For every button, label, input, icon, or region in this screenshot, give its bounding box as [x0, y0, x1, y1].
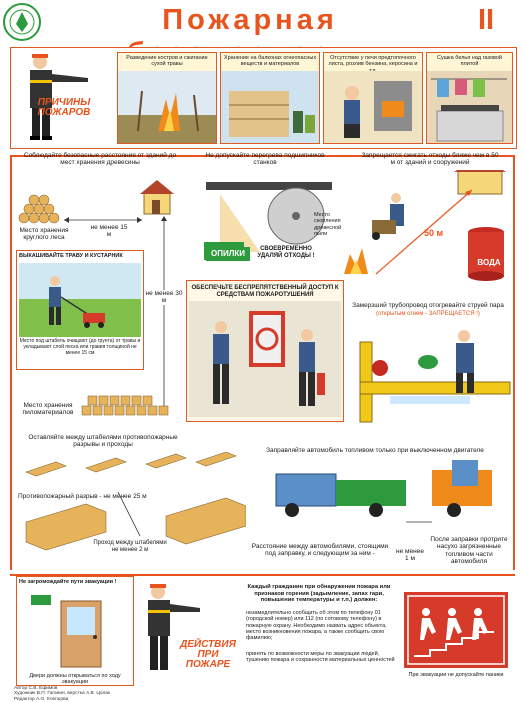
water-barrel-label: ВОДА — [477, 258, 501, 267]
distance-1m: не менее 1 м — [396, 548, 424, 563]
emblem-icon — [3, 3, 41, 41]
waste-burn-illustration — [344, 170, 506, 281]
causes-label: ПРИЧИНЫ ПОЖАРОВ — [37, 97, 91, 118]
cause-tile-3: Отсутствие у печи предтопочного листа, р… — [323, 52, 423, 144]
evacuation-exit-panel: Не загромождайте пути эвакуации ! Двери … — [16, 576, 134, 686]
distances-heading: Соблюдайте безопасные расстояния от здан… — [23, 152, 177, 167]
sawdust-label: Место скопления древесной пыли — [314, 212, 342, 237]
firefighter-pointing — [30, 54, 88, 140]
cause-tile-4: Сушка белья над газовой плитой — [426, 52, 513, 144]
firefighter-action — [148, 584, 200, 670]
lumber-stack — [81, 395, 169, 416]
cause-tile-1: Разведение костров и сжигание сухой трав… — [117, 52, 217, 144]
no-panic-note: При эвакуации не допускайте паники — [408, 672, 504, 678]
frame-top — [10, 155, 515, 157]
extinguish-panel: ОБЕСПЕЧЬТЕ БЕСПРЕПЯТСТВЕННЫЙ ДОСТУП К СР… — [186, 280, 344, 422]
refuel-after-note: После заправки протрите насухо загрязнен… — [430, 536, 508, 566]
pipe-warning: (открытым огнем - ЗАПРЕЩАЕТСЯ !) — [376, 311, 480, 317]
timber-stacks-illustration — [25, 452, 246, 551]
steam-pipe-illustration — [359, 330, 511, 423]
remove-waste-notice: СВОЕВРЕМЕННО УДАЛЯЙ ОТХОДЫ ! — [257, 246, 315, 259]
mow-panel: ВЫКАШИВАЙТЕ ТРАВУ И КУСТАРНИК Место под … — [16, 250, 144, 370]
log-storage-label: Место хранения круглого леса — [19, 227, 69, 242]
cause-tile-2: Хранение на балконах огнеопасных веществ… — [220, 52, 320, 144]
credits: Автор С.В. Ефимов Художник В.П. Гаганин,… — [14, 686, 111, 702]
instruction-2: принять по возможности меры по эвакуации… — [246, 651, 395, 664]
distance-50m: 50 м — [424, 228, 444, 238]
log-storage-illustration — [18, 180, 174, 224]
evacuation-sign — [404, 592, 508, 668]
refuel-distance-note: Расстояние между автомобилями, стоящими … — [251, 543, 389, 558]
frame-right — [513, 155, 515, 570]
instructions-intro: Каждый гражданин при обнаружении пожара … — [247, 584, 391, 604]
fire-actions-label: ДЕЙСТВИЯ ПРИ ПОЖАРЕ — [180, 639, 236, 670]
frame-left — [10, 155, 12, 570]
page-number: II — [478, 4, 495, 36]
passage-width: Проход между штабелями не менее 2 м — [93, 540, 167, 553]
pipe-heading: Замерзший трубопровод отогревайте струей… — [352, 302, 504, 309]
distance-15m: не менее 15 м — [90, 224, 128, 239]
lumber-storage-label: Место хранения пиломатериалов — [22, 402, 74, 417]
overheat-heading: Не допускайте перегрева подшипников стан… — [205, 152, 325, 167]
firebreak-gap: Противопожарный разрыв - не менее 25 м — [18, 493, 147, 500]
instruction-1: незамедлительно сообщить об этом по теле… — [246, 610, 387, 642]
refuel-trucks-illustration — [275, 460, 492, 523]
burn-heading: Запрещается сжигать отходы ближе чем в 5… — [361, 152, 499, 167]
stacks-heading: Оставляйте между штабелями противопожарн… — [28, 434, 178, 449]
sawdust-bin: ОПИЛКИ — [206, 247, 250, 261]
saw-illustration — [204, 182, 332, 260]
distance-30m: не менее 30 м — [144, 290, 184, 305]
refuel-heading: Заправляйте автомобиль топливом только п… — [266, 447, 484, 454]
